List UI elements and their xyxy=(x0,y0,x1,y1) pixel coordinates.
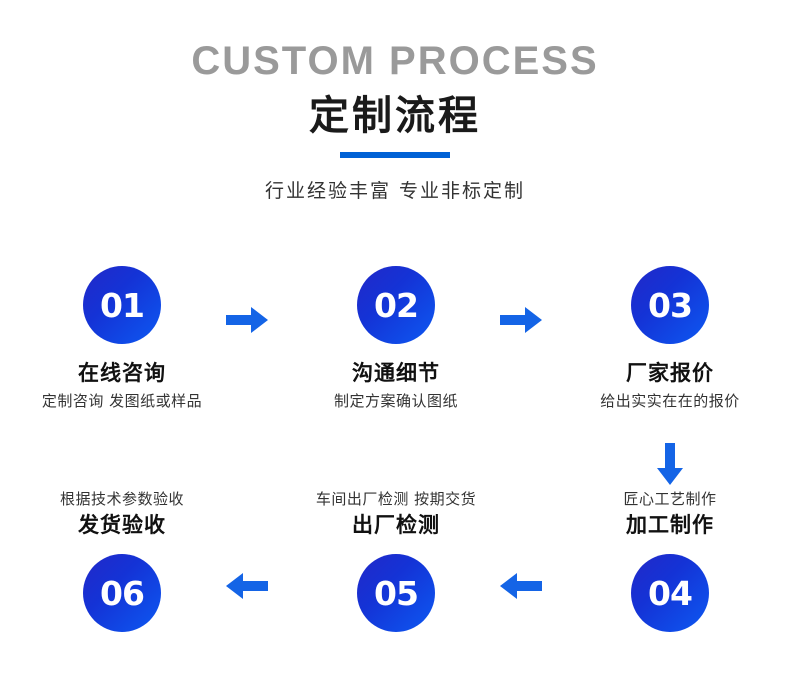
step-subtitle-02: 制定方案确认图纸 xyxy=(333,392,458,410)
arrow-down-icon-03-to-04 xyxy=(656,443,684,485)
step-title-04: 加工制作 xyxy=(626,513,714,537)
step-circle-06: 06 xyxy=(83,554,161,632)
step-title-03: 厂家报价 xyxy=(626,361,714,385)
step-number-01: 01 xyxy=(100,285,145,325)
step-item-06[interactable]: 根据技术参数验收 发货验收 06 xyxy=(0,488,247,632)
step-subtitle-01: 定制咨询 发图纸或样品 xyxy=(41,392,203,410)
step-number-04: 04 xyxy=(648,573,693,613)
step-subtitle-05: 车间出厂检测 按期交货 xyxy=(315,490,477,508)
step-circle-03: 03 xyxy=(631,266,709,344)
step-subtitle-03: 给出实实在在的报价 xyxy=(600,392,740,410)
step-number-03: 03 xyxy=(648,285,693,325)
step-circle-02: 02 xyxy=(357,266,435,344)
step-item-01[interactable]: 01 在线咨询 定制咨询 发图纸或样品 xyxy=(0,266,247,412)
arrow-right-icon-02-to-03 xyxy=(500,306,542,334)
step-circle-05: 05 xyxy=(357,554,435,632)
step-title-02: 沟通细节 xyxy=(352,361,440,385)
step-item-02[interactable]: 02 沟通细节 制定方案确认图纸 xyxy=(271,266,521,412)
page-title-english: CUSTOM PROCESS xyxy=(191,39,599,83)
step-number-06: 06 xyxy=(100,573,145,613)
step-title-05: 出厂检测 xyxy=(352,513,440,537)
step-circle-01: 01 xyxy=(83,266,161,344)
step-subtitle-04: 匠心工艺制作 xyxy=(623,490,717,508)
step-subtitle-06: 根据技术参数验收 xyxy=(59,490,184,508)
step-item-05[interactable]: 车间出厂检测 按期交货 出厂检测 05 xyxy=(271,488,521,632)
arrow-left-icon-05-to-06 xyxy=(226,572,268,600)
step-number-05: 05 xyxy=(374,573,419,613)
step-title-01: 在线咨询 xyxy=(78,361,166,385)
title-underline-rule xyxy=(340,152,450,158)
step-item-04[interactable]: 匠心工艺制作 加工制作 04 xyxy=(545,488,790,632)
header: CUSTOM PROCESS 定制流程 行业经验丰富 专业非标定制 xyxy=(0,0,790,203)
step-item-03[interactable]: 03 厂家报价 给出实实在在的报价 xyxy=(545,266,790,412)
step-circle-04: 04 xyxy=(631,554,709,632)
step-title-06: 发货验收 xyxy=(78,513,166,537)
step-number-02: 02 xyxy=(374,285,419,325)
arrow-right-icon-01-to-02 xyxy=(226,306,268,334)
arrow-left-icon-04-to-05 xyxy=(500,572,542,600)
page-subtitle: 行业经验丰富 专业非标定制 xyxy=(264,180,526,202)
page-title-chinese: 定制流程 xyxy=(309,93,481,139)
